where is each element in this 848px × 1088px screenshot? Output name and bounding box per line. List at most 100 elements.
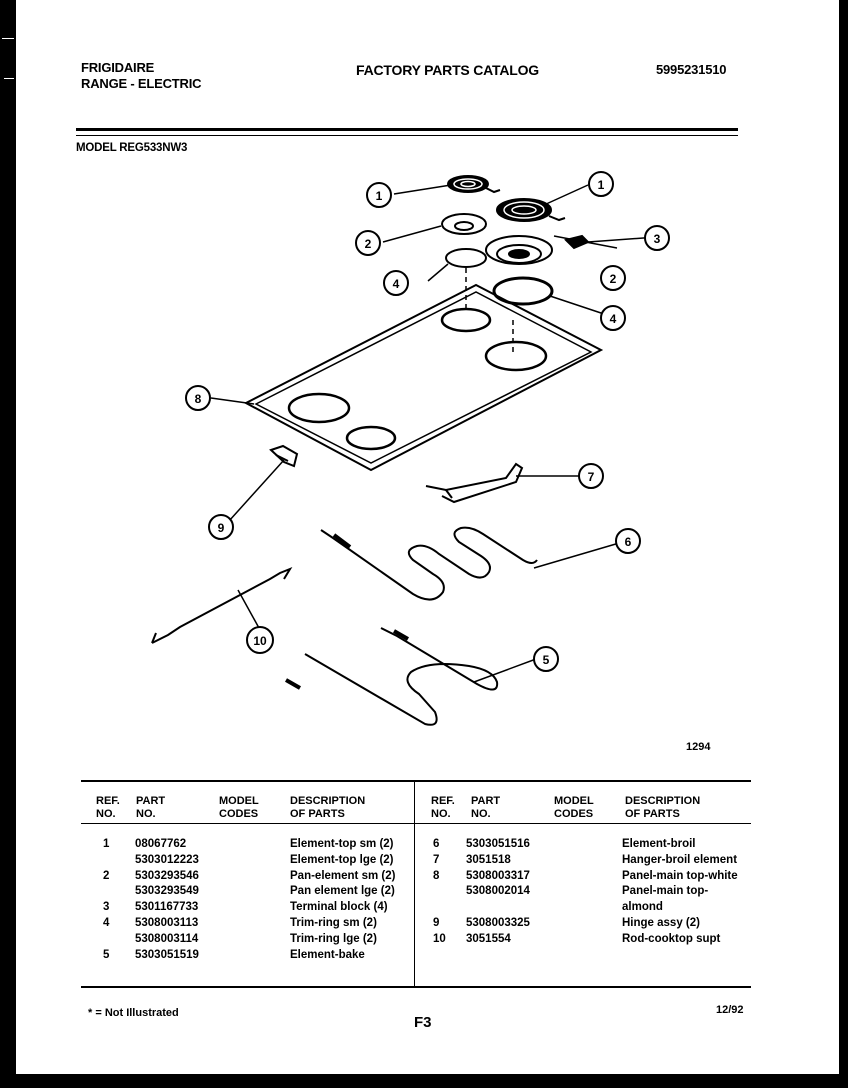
left-description-column: Element-top sm (2) Element-top lge (2) P…	[290, 837, 395, 963]
table-cell	[466, 900, 530, 916]
table-cell: 5303293549	[135, 885, 199, 898]
element-top-large-drawing	[496, 198, 566, 222]
right-ref-column: 6 7 8 9 10	[433, 837, 446, 948]
table-cell: 5303293546	[135, 869, 199, 882]
table-cell: Hinge assy (2)	[622, 916, 700, 929]
catalog-title: FACTORY PARTS CATALOG	[356, 62, 539, 78]
page-number: F3	[414, 1014, 432, 1031]
table-cell: Element-broil	[622, 838, 696, 850]
header-rule-thin	[76, 135, 738, 136]
not-illustrated-note: * = Not Illustrated	[88, 1007, 179, 1019]
callout-4a: 4	[393, 277, 400, 291]
parts-table: REF. NO. PART NO. MODEL CODES DESCRIPTIO…	[81, 780, 751, 988]
header-part-no: NO.	[136, 808, 156, 820]
broil-hanger-drawing	[425, 462, 524, 504]
table-cell: 1	[103, 838, 110, 850]
table-cell: 3051554	[466, 932, 511, 945]
table-cell: Trim-ring lge (2)	[290, 932, 377, 945]
header-description-right: DESCRIPTION	[625, 795, 701, 807]
table-cell	[103, 853, 109, 869]
callout-3: 3	[654, 232, 661, 246]
catalog-number: 5995231510	[656, 62, 727, 77]
brand-name: FRIGIDAIRE	[81, 60, 155, 75]
callout-2b: 2	[610, 272, 617, 286]
right-description-column: Element-broil Hanger-broil element Panel…	[622, 837, 738, 948]
header-description: DESCRIPTION	[290, 795, 366, 807]
header-ref-no: NO.	[96, 808, 116, 820]
header-of-parts-right: OF PARTS	[625, 808, 680, 820]
trim-ring-small-drawing	[445, 248, 487, 268]
table-cell: Element-bake	[290, 948, 365, 961]
header-ref: REF.	[96, 795, 120, 807]
table-cell	[433, 884, 446, 900]
table-cell: 5303051519	[135, 948, 199, 961]
table-cell: 08067762	[135, 838, 187, 850]
callout-5: 5	[543, 653, 550, 667]
table-cell: 5301167733	[135, 901, 199, 914]
cooktop-main-panel-drawing	[243, 283, 604, 472]
header-ref-no-right: NO.	[431, 808, 451, 820]
cooktop-support-rod-drawing	[151, 566, 293, 644]
callout-8: 8	[195, 392, 202, 406]
table-cell: 5308002014	[466, 885, 530, 898]
header-codes: CODES	[219, 808, 259, 820]
table-cell	[103, 884, 109, 900]
table-cell: almond	[622, 901, 663, 914]
pan-element-small-drawing	[441, 213, 487, 235]
table-cell: Hanger-broil element	[622, 853, 738, 866]
product-category: RANGE - ELECTRIC	[81, 76, 202, 91]
header-model-right: MODEL	[554, 795, 594, 807]
parts-catalog-page: FRIGIDAIRE RANGE - ELECTRIC FACTORY PART…	[16, 0, 839, 1074]
callout-1b: 1	[598, 178, 605, 192]
callout-7: 7	[588, 470, 595, 484]
left-part-column: 08067762 5303012223 5303293546 530329354…	[135, 837, 199, 963]
drawing-number: 1294	[686, 741, 711, 753]
bake-element-drawing	[285, 627, 499, 726]
hinge-assembly-drawing	[269, 444, 299, 468]
table-cell: Trim-ring sm (2)	[290, 916, 377, 929]
table-cell: 6	[433, 838, 440, 850]
right-part-column: 5303051516 3051518 5308003317 5308002014…	[466, 837, 530, 948]
table-cell: 8	[433, 869, 440, 882]
callout-markers	[185, 171, 670, 672]
header-ref-right: REF.	[431, 795, 455, 807]
edge-registration-marks	[0, 0, 16, 100]
broil-element-drawing	[320, 526, 538, 601]
table-cell: 9	[433, 916, 440, 929]
table-cell: 3051518	[466, 853, 511, 866]
table-cell: Pan-element sm (2)	[290, 869, 396, 882]
header-codes-right: CODES	[554, 808, 594, 820]
callout-1a: 1	[376, 189, 383, 203]
table-cell: 5308003113	[135, 916, 199, 929]
table-cell: 5303012223	[135, 853, 199, 866]
table-cell: 4	[103, 916, 110, 929]
table-cell: 5308003114	[135, 932, 199, 945]
header-part-no-right: NO.	[471, 808, 491, 820]
callout-6: 6	[625, 535, 632, 549]
callout-10: 10	[253, 634, 267, 648]
callout-2a: 2	[365, 237, 372, 251]
trim-ring-large-drawing	[492, 276, 554, 306]
left-ref-column: 1 2 3 4 5	[103, 837, 109, 963]
table-cell: 2	[103, 869, 110, 882]
table-cell: Rod-cooktop supt	[622, 932, 721, 945]
header-part-right: PART	[471, 795, 501, 807]
table-cell: Terminal block (4)	[290, 901, 388, 914]
header-part: PART	[136, 795, 166, 807]
table-cell: Panel-main top-	[622, 885, 709, 898]
exploded-parts-diagram: 1 1 2 2 3 4 4 8 7 6 9 10 5 1294	[151, 171, 711, 753]
callout-4b: 4	[610, 312, 617, 326]
table-cell: 5308003317	[466, 869, 530, 882]
table-cell: 10	[433, 932, 446, 945]
pan-element-large-drawing	[485, 235, 553, 265]
table-cell: Element-top sm (2)	[290, 838, 394, 850]
callout-9: 9	[218, 521, 225, 535]
table-cell: 5	[103, 948, 110, 961]
table-cell	[103, 932, 109, 948]
model-label: MODEL REG533NW3	[76, 142, 188, 154]
table-cell: Element-top lge (2)	[290, 853, 394, 866]
table-cell: 7	[433, 853, 440, 866]
table-cell: Pan element lge (2)	[290, 885, 395, 898]
revision-date: 12/92	[716, 1004, 744, 1016]
element-top-small-drawing	[447, 175, 501, 194]
